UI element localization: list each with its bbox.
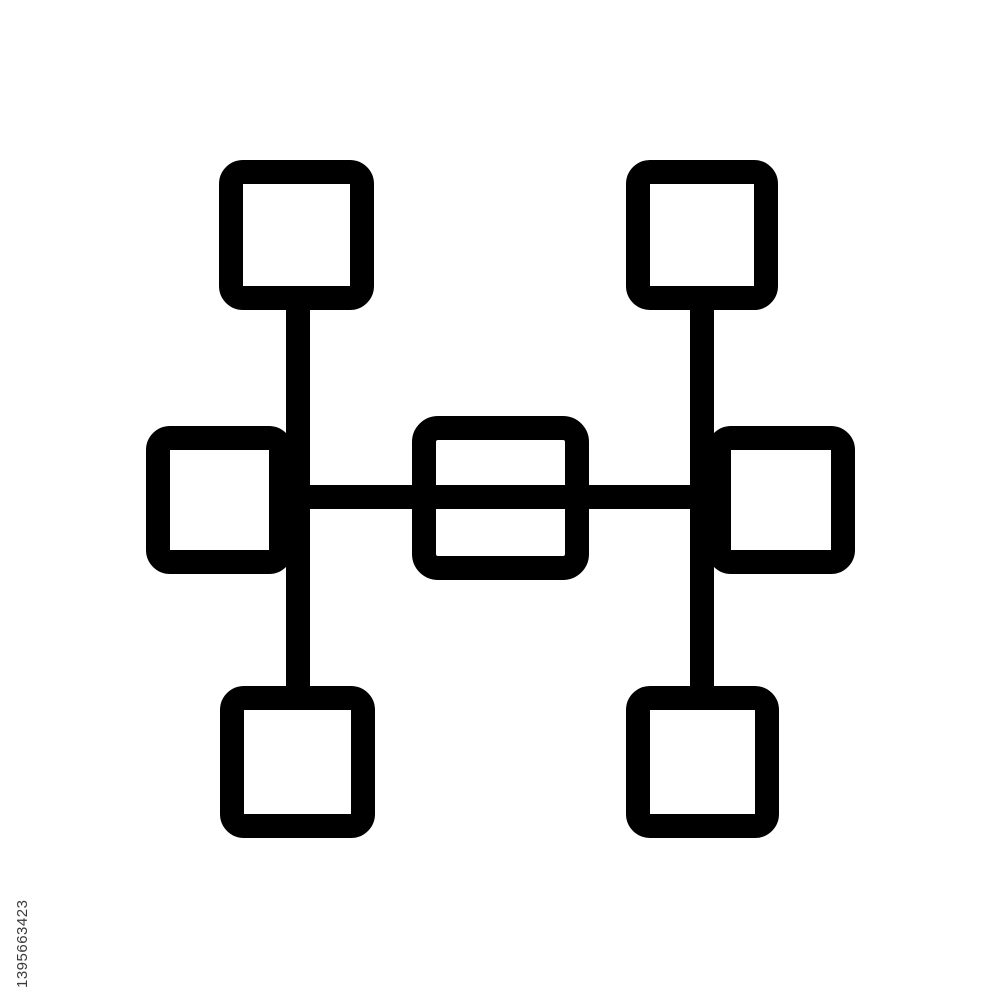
top-right-node <box>626 160 778 310</box>
bottom-right-node <box>626 686 779 838</box>
center-node <box>412 416 589 580</box>
stock-id-label: 1395663423 <box>14 899 31 988</box>
middle-left-node <box>146 426 293 574</box>
top-left-node <box>219 160 374 310</box>
bottom-left-node <box>220 686 375 838</box>
middle-right-node <box>707 426 855 574</box>
